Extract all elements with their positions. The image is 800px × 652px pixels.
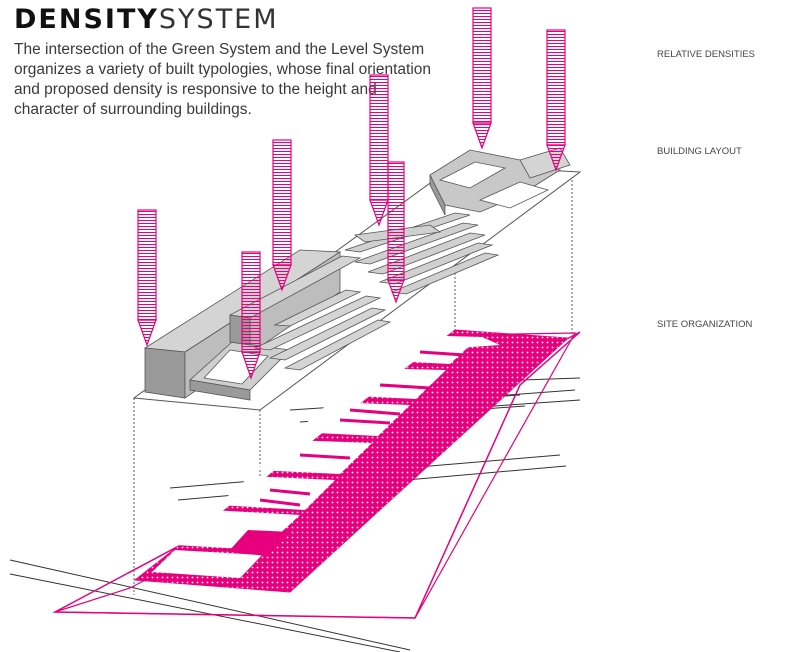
building-courtyard — [189, 341, 291, 401]
projection-lines — [133, 172, 573, 595]
building-bars — [253, 289, 392, 371]
intro-text: The intersection of the Green System and… — [14, 41, 432, 118]
layer-label-site-organization: SITE ORGANIZATION — [657, 319, 753, 330]
density-markers — [137, 7, 566, 380]
layer-label-building-layout: BUILDING LAYOUT — [657, 146, 742, 157]
building-complex-right — [429, 147, 571, 216]
density-marker — [241, 251, 261, 380]
site-plaza — [228, 530, 292, 556]
layer-label-relative-densities: RELATIVE DENSITIES — [657, 49, 756, 60]
site-stripes — [259, 350, 466, 507]
density-marker — [137, 209, 157, 347]
density-marker — [546, 29, 566, 172]
density-marker — [272, 139, 292, 292]
density-marker — [369, 74, 389, 227]
page-title: DENSITYSYSTEM — [14, 4, 279, 35]
title-light: SYSTEM — [158, 4, 279, 35]
site-organization-plan — [52, 329, 581, 619]
density-marker — [387, 161, 405, 304]
title-bold: DENSITY — [14, 4, 159, 35]
density-marker — [472, 7, 492, 150]
